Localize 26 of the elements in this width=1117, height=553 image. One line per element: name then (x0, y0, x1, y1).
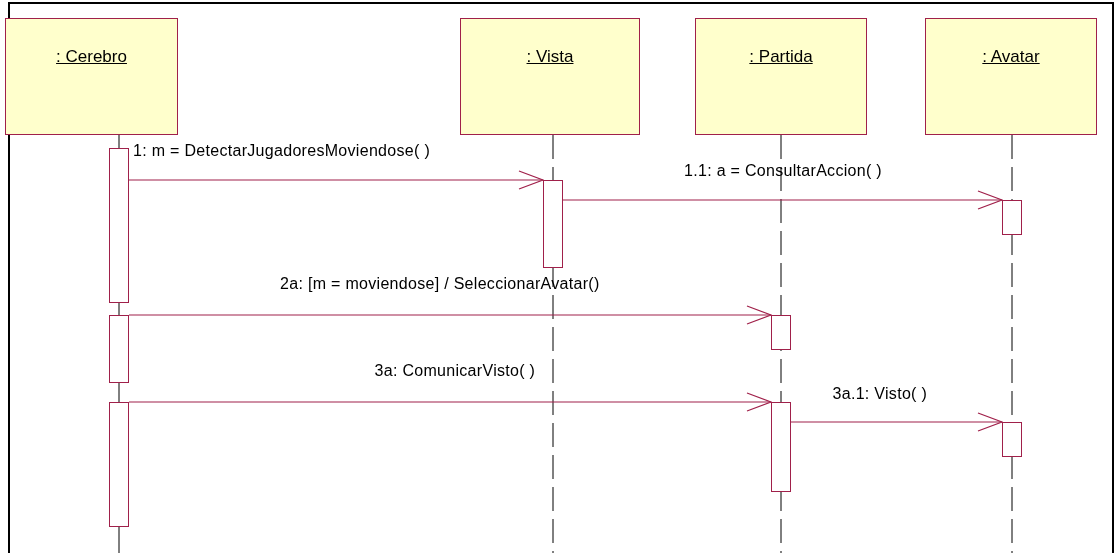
message-arrow (790, 412, 1003, 432)
object-box (925, 18, 1097, 135)
activation-bar (1002, 200, 1022, 235)
activation-bar (1002, 422, 1022, 457)
message-label: 1: m = DetectarJugadoresMoviendose( ) (133, 142, 430, 160)
message-arrow (128, 392, 772, 412)
message-arrow (128, 170, 544, 190)
object-name: : Vista (525, 47, 575, 67)
message-label: 2a: [m = moviendose] / SeleccionarAvatar() (280, 275, 600, 293)
object-name: : Avatar (981, 47, 1041, 67)
object-name: : Cerebro (55, 47, 128, 67)
activation-bar (109, 148, 129, 303)
message-label: 1.1: a = ConsultarAccion( ) (684, 162, 882, 180)
object-box (695, 18, 867, 135)
message-arrow (562, 190, 1003, 210)
activation-bar (109, 402, 129, 527)
object-box (5, 18, 178, 135)
message-label: 3a: ComunicarVisto( ) (374, 362, 536, 380)
activation-bar (109, 315, 129, 383)
activation-bar (543, 180, 563, 268)
activation-bar (771, 315, 791, 350)
message-arrow (128, 305, 772, 325)
object-box (460, 18, 640, 135)
object-name: : Partida (748, 47, 814, 67)
message-label: 3a.1: Visto( ) (832, 385, 928, 403)
activation-bar (771, 402, 791, 492)
